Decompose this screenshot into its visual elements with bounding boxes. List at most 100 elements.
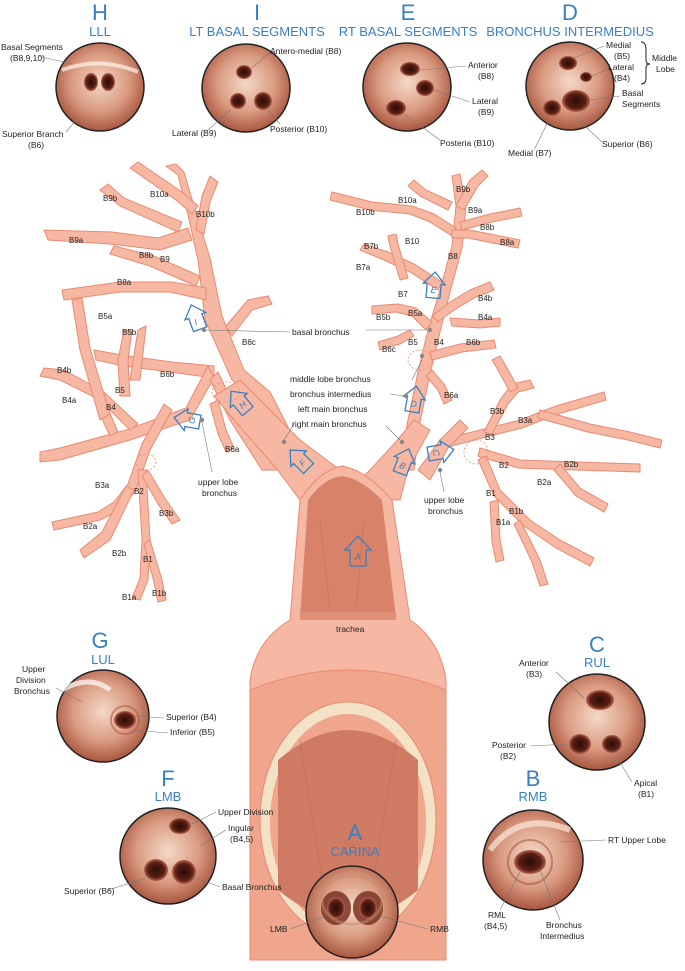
scope-image-lll <box>55 42 145 132</box>
panel-f-labels: Upper Division Ingular (B4,5) Superior (… <box>64 807 282 896</box>
segment-label-rb3a: B3a <box>518 416 533 425</box>
segment-label-rb5b: B5b <box>376 313 391 322</box>
panel-c-header: C RUL <box>584 632 610 670</box>
label-d-basal: Basal <box>622 88 643 98</box>
panel-b-title: RMB <box>519 789 548 804</box>
label-e-anterior-sub: (B8) <box>478 71 494 81</box>
label-d-superior: Superior (B6) <box>602 139 653 149</box>
panel-h-header: H LLL <box>89 0 111 39</box>
panel-c-labels: Anterior (B3) Posterior (B2) Apical (B1) <box>492 658 657 799</box>
panel-d-title: BRONCHUS INTERMEDIUS <box>486 24 654 39</box>
scope-image-bronchus-intermedius <box>525 41 615 131</box>
arrow-f: F <box>289 449 315 475</box>
panel-b-letter: B <box>526 766 541 791</box>
label-g-upper: Upper <box>22 664 45 674</box>
panel-a-letter: A <box>348 820 363 845</box>
panel-d-header: D BRONCHUS INTERMEDIUS <box>486 0 654 39</box>
label-f-basal: Basal Bronchus <box>222 882 282 892</box>
label-g-superior: Superior (B4) <box>166 712 217 722</box>
panel-i-labels: Antero-medial (B8) Lateral (B9) Posterio… <box>172 46 342 138</box>
scope-image-lt-basal <box>201 43 291 133</box>
svg-text:G: G <box>186 416 197 425</box>
svg-text:E: E <box>430 285 438 296</box>
panel-a-labels: LMB RMB <box>270 915 449 934</box>
label-upper-lobe-l2: bronchus <box>202 488 237 498</box>
segment-label-rb10a: B10a <box>398 196 417 205</box>
label-h-superior-sub: (B6) <box>28 140 44 150</box>
panel-e-labels: Anterior (B8) Lateral (B9) Posteria (B10… <box>403 60 498 148</box>
segment-label-rb8a: B8a <box>500 238 515 247</box>
panel-i-header: I LT BASAL SEGMENTS <box>189 0 325 39</box>
segment-label-b1: B1 <box>143 555 153 564</box>
segment-label-rb3: B3 <box>485 433 495 442</box>
segment-label-b1a: B1a <box>122 593 137 602</box>
panel-f-letter: F <box>161 766 174 791</box>
segment-label-rb2: B2 <box>499 461 509 470</box>
segment-label-b9a: B9a <box>69 236 84 245</box>
label-h-basal: Basal Segments <box>1 42 63 52</box>
panel-c-letter: C <box>589 632 605 657</box>
label-basal-bronchus: basal bronchus <box>292 327 350 337</box>
arrow-e: E <box>421 271 447 300</box>
segment-label-rb1: B1 <box>486 489 496 498</box>
scope-image-rt-basal <box>362 42 452 132</box>
label-f-upper-division: Upper Division <box>218 807 274 817</box>
panel-f-header: F LMB <box>155 766 182 804</box>
segment-label-b4b: B4b <box>57 366 72 375</box>
trachea <box>249 465 447 961</box>
panel-h-title: LLL <box>89 24 111 39</box>
svg-text:C: C <box>431 449 442 458</box>
label-b-intermedius: Intermedius <box>540 931 584 941</box>
label-g-inferior: Inferior (B5) <box>170 727 215 737</box>
label-upper-lobe-l1: upper lobe <box>198 477 238 487</box>
direction-arrows: A B C D E F G H I <box>173 271 455 567</box>
segment-label-rb7b: B7b <box>364 242 379 251</box>
segment-label-rb6b: B6b <box>466 338 481 347</box>
segment-label-rb6a: B6a <box>444 391 459 400</box>
right-lung-branches <box>329 169 663 587</box>
arrow-i: I <box>183 303 208 333</box>
left-lung-branches <box>39 161 311 603</box>
label-middle-lobe-bronchus: middle lobe bronchus <box>290 374 371 384</box>
segment-label-b6b: B6b <box>160 370 175 379</box>
segment-labels: B9b B10a B10b B9a B8b B9 B8a B5a B5b B6c… <box>57 185 579 602</box>
panel-a-header: A CARINA <box>330 820 379 859</box>
panel-g-labels: Upper Division Bronchus Superior (B4) In… <box>14 664 217 737</box>
segment-label-rb8: B8 <box>448 252 458 261</box>
bronchial-tree: A B C D E F G H I basal bronchus middle … <box>39 161 663 961</box>
segment-label-rb1a: B1a <box>496 518 511 527</box>
label-d-medial7: Medial (B7) <box>508 148 552 158</box>
label-trachea: trachea <box>336 624 365 634</box>
panel-c-title: RUL <box>584 655 610 670</box>
segment-label-b9b: B9b <box>103 194 118 203</box>
label-right-main-bronchus: right main bronchus <box>292 419 367 429</box>
segment-label-rb9b: B9b <box>456 185 471 194</box>
segment-label-b2b: B2b <box>112 549 127 558</box>
panel-h-letter: H <box>92 0 108 25</box>
svg-text:B: B <box>398 460 407 471</box>
segment-label-rb1b: B1b <box>509 507 524 516</box>
label-c-apical: Apical <box>634 778 657 788</box>
scope-image-rul <box>548 673 646 771</box>
tree-labels: basal bronchus middle lobe bronchus bron… <box>198 327 464 634</box>
label-d-lobe: Lobe <box>656 64 675 74</box>
segment-label-rb6c: B6c <box>382 345 396 354</box>
arrow-h: H <box>229 390 254 417</box>
panel-f-title: LMB <box>155 789 182 804</box>
segment-label-b5b: B5b <box>122 328 137 337</box>
tree-leader-lines <box>199 327 445 493</box>
label-upper-lobe-r2: bronchus <box>428 506 463 516</box>
scope-image-lul <box>56 669 150 763</box>
label-d-lateral-sub: (B4) <box>614 73 630 83</box>
label-b-rml: RML <box>488 910 506 920</box>
label-i-posterior: Posterior (B10) <box>270 124 327 134</box>
panel-e-title: RT BASAL SEGMENTS <box>339 24 478 39</box>
label-f-superior: Superior (B6) <box>64 886 115 896</box>
panel-e-letter: E <box>401 0 416 25</box>
svg-text:A: A <box>354 552 361 562</box>
segment-label-b5: B5 <box>115 386 125 395</box>
segment-label-b5a: B5a <box>98 312 113 321</box>
segment-label-rb4: B4 <box>434 338 444 347</box>
label-c-posterior-sub: (B2) <box>500 751 516 761</box>
